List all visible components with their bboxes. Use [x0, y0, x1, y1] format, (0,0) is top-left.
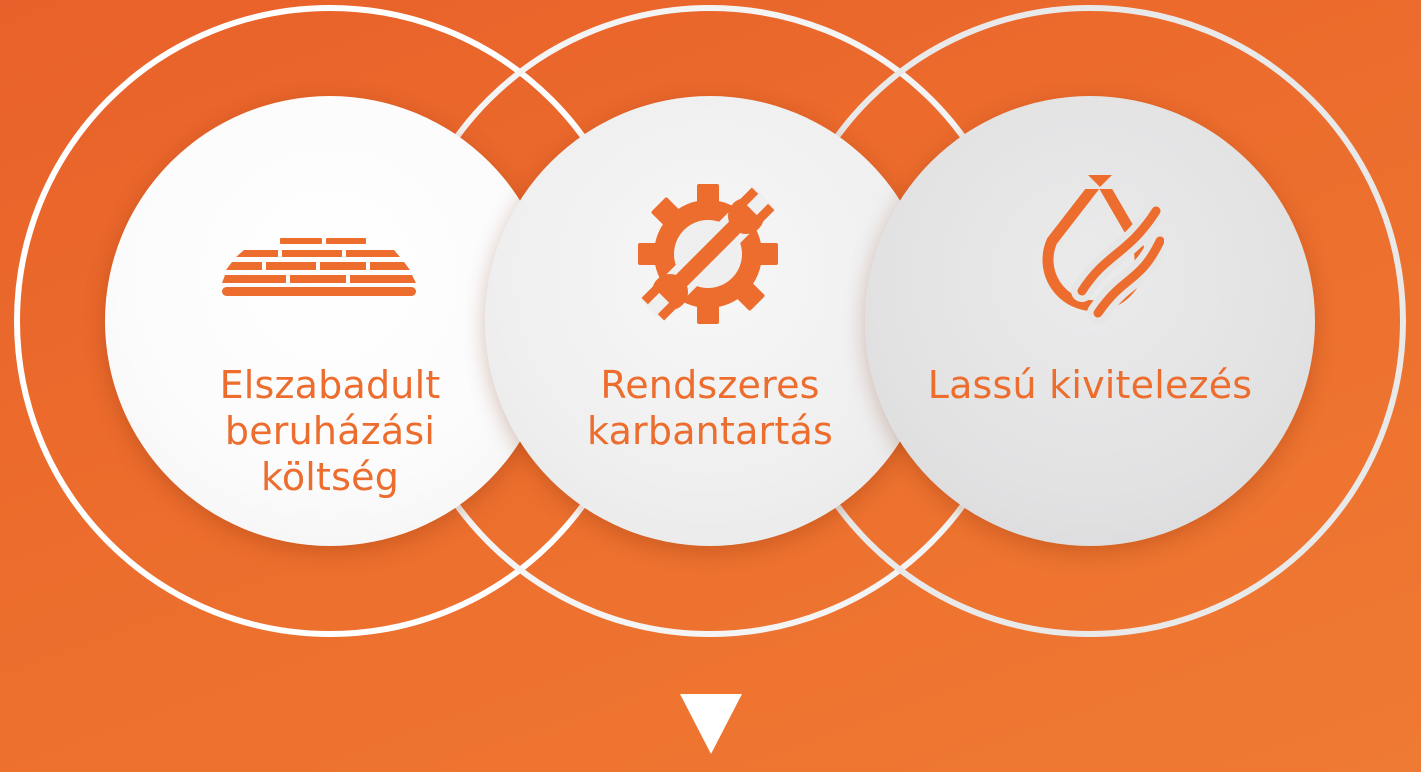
item-label-1: Elszabadult beruházási költség: [219, 363, 441, 499]
water-drop-icon: [1042, 175, 1164, 324]
gear-wrench-icon: [638, 184, 778, 324]
bricks-icon: [222, 238, 416, 296]
arrow-down-icon: [680, 694, 742, 754]
item-disc-1: [105, 96, 555, 546]
item-disc-3: [865, 96, 1315, 546]
item-label-3: Lassú kivitelezés: [927, 363, 1253, 407]
item-label-2: Rendszeres karbantartás: [587, 363, 833, 453]
